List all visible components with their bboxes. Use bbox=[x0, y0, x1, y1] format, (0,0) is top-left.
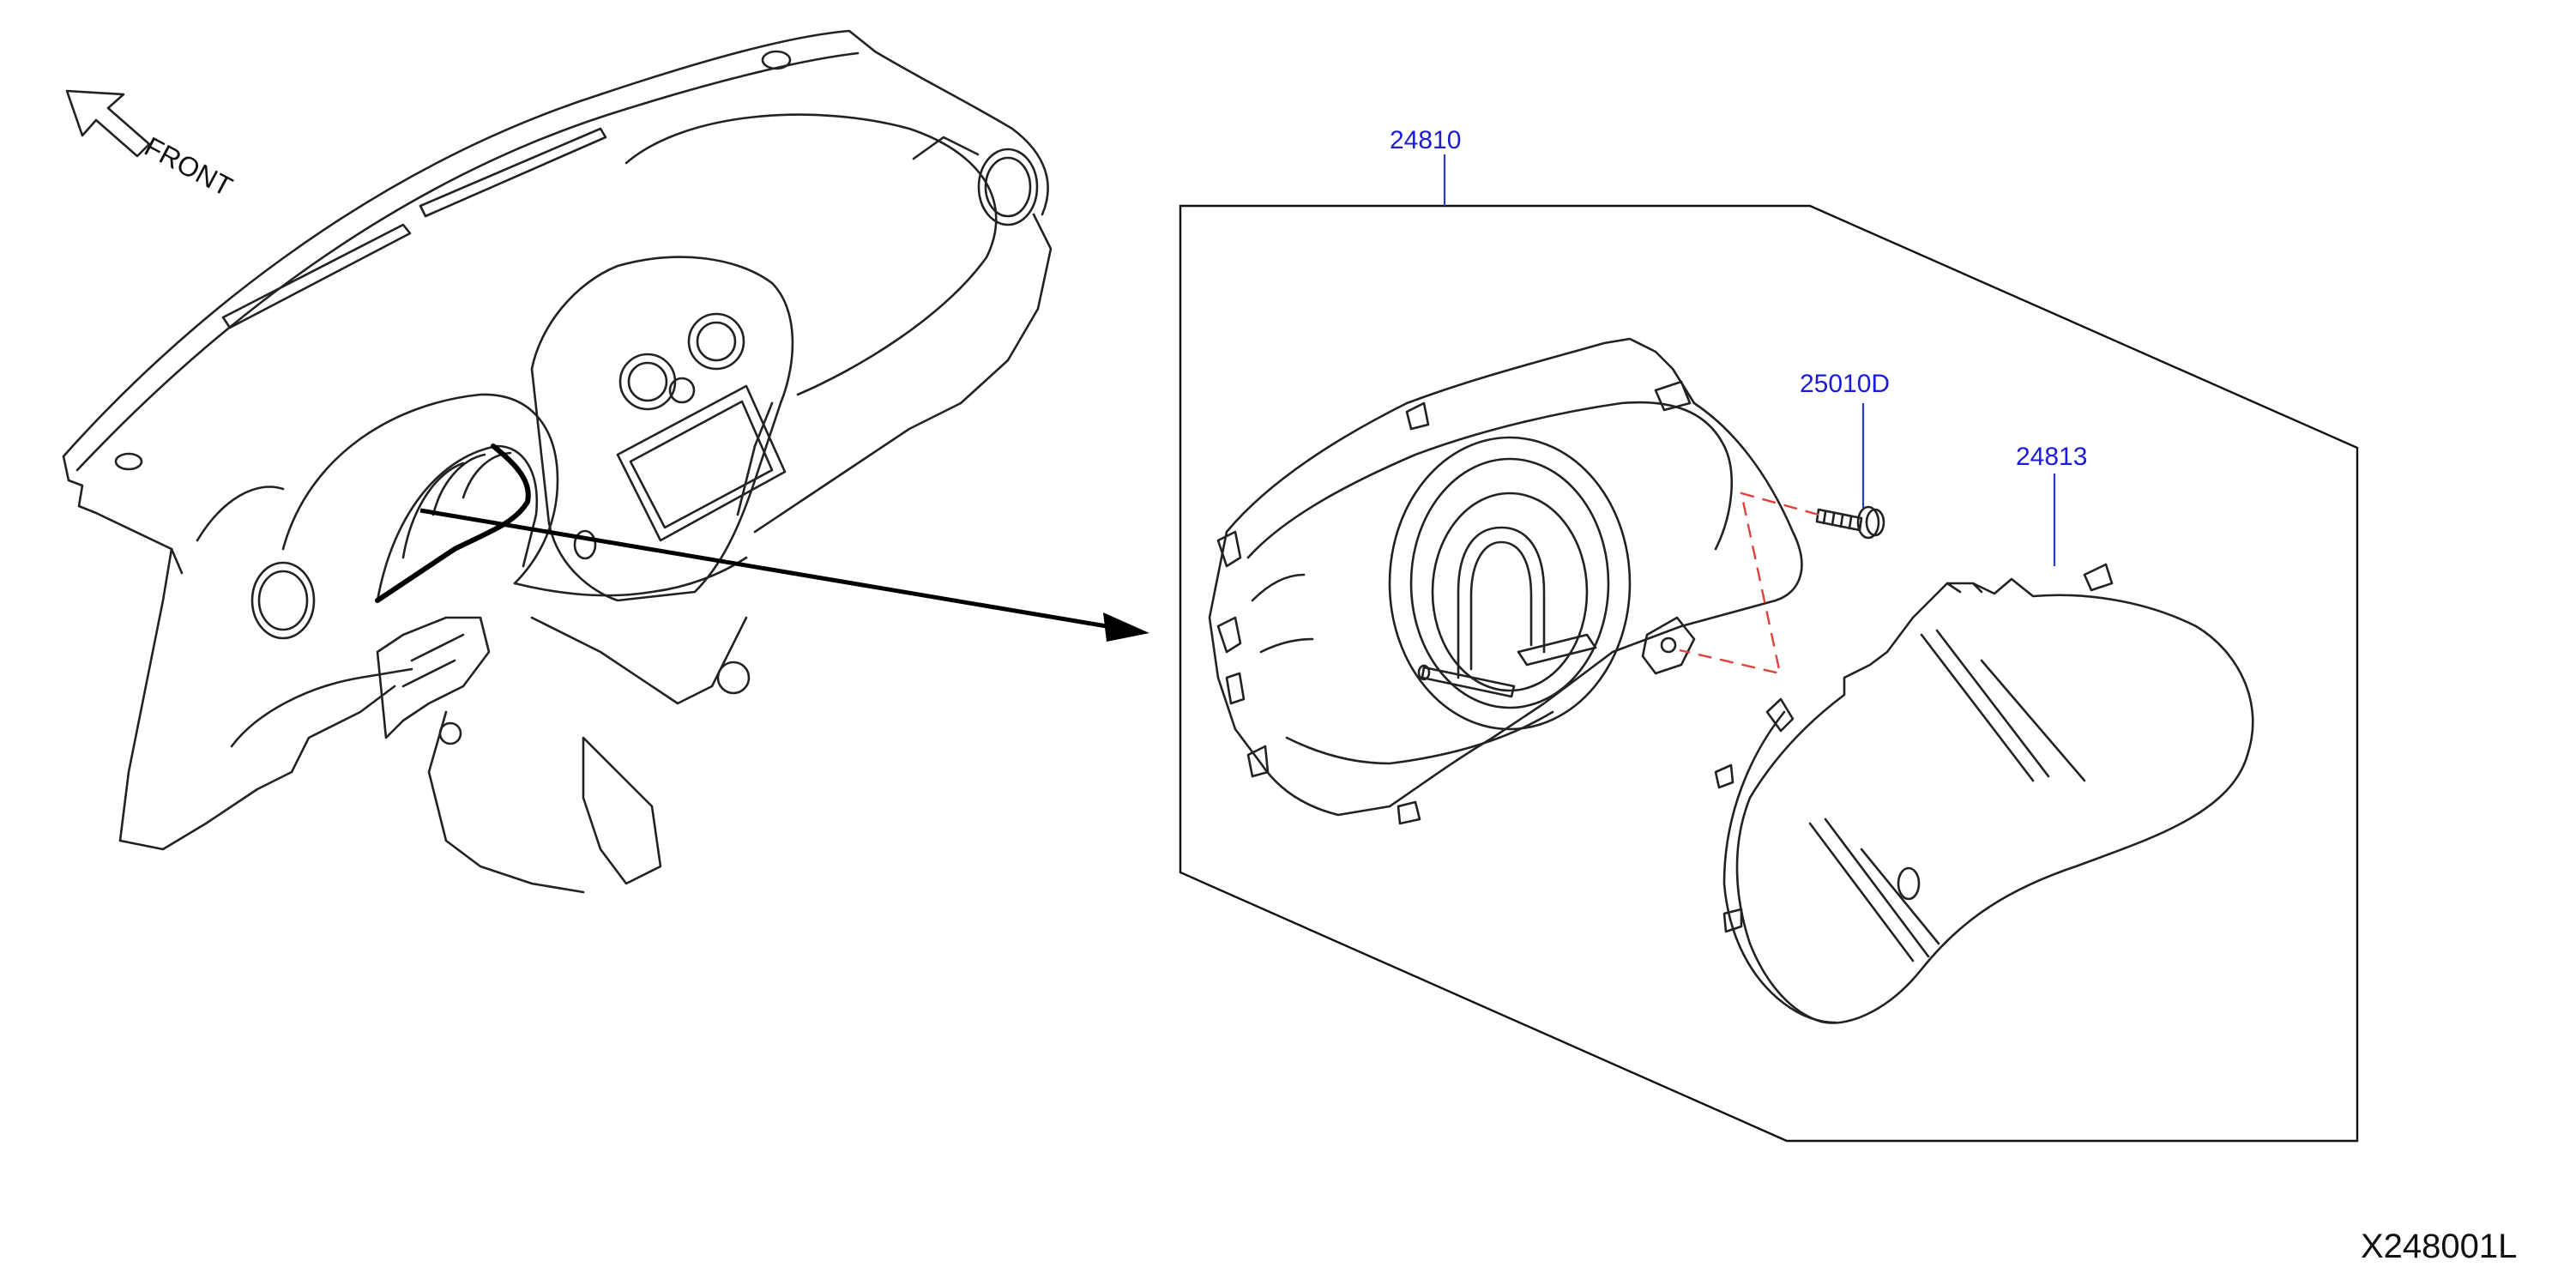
detail-frame bbox=[1179, 204, 2359, 1143]
callout-24813: 24813 bbox=[2016, 443, 2087, 471]
front-label: FRONT bbox=[140, 130, 238, 202]
front-cover bbox=[1714, 563, 2254, 1024]
screw-icon bbox=[1815, 505, 1885, 540]
detail-pointer-arrow bbox=[419, 508, 1149, 642]
meter-harness bbox=[375, 443, 531, 603]
diagram-code: X248001L bbox=[2361, 1228, 2517, 1265]
front-arrow-icon bbox=[65, 89, 151, 158]
meter-housing bbox=[1208, 337, 1803, 825]
callout-25010D: 25010D bbox=[1800, 370, 1890, 398]
callout-24810: 24810 bbox=[1390, 126, 1461, 154]
instrument-panel bbox=[62, 29, 1053, 894]
screw-guide-line bbox=[1679, 492, 1819, 675]
